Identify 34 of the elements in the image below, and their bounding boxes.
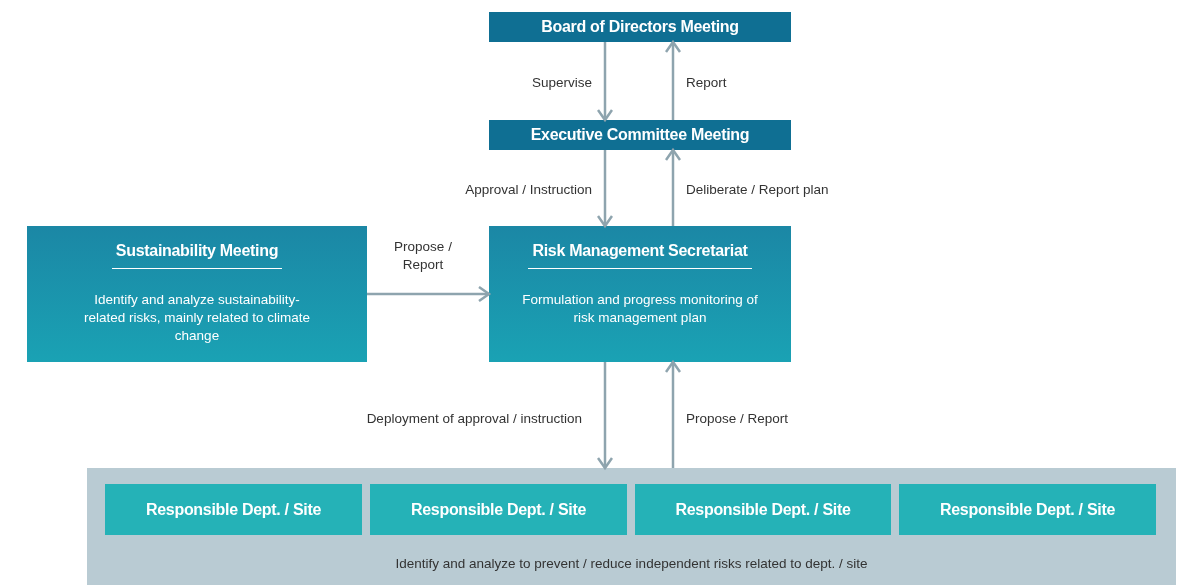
- department-band: [87, 468, 1176, 585]
- meeting-box: [489, 12, 791, 42]
- department-box: [635, 484, 891, 535]
- arrow: [367, 285, 491, 303]
- box-title: Risk Management Secretariat: [528, 242, 752, 269]
- arrow: [664, 360, 682, 468]
- box-title: Responsible Dept. / Site: [675, 500, 851, 519]
- edge-label: Approval / Instruction: [465, 181, 592, 199]
- arrow: [596, 362, 614, 470]
- process-box: [489, 226, 791, 362]
- band-caption: Identify and analyze to prevent / reduce independent risks related to dept. / site: [395, 556, 868, 571]
- edge-label: Report: [686, 74, 727, 92]
- arrow: [596, 42, 614, 122]
- edge-label: Deliberate / Report plan: [686, 181, 829, 199]
- box-description: Formulation and progress monitoring of risk management plan: [521, 291, 759, 327]
- process-box: [27, 226, 367, 362]
- box-title: Responsible Dept. / Site: [939, 500, 1116, 519]
- box-title: Responsible Dept. / Site: [145, 500, 322, 519]
- box-title: Sustainability Meeting: [111, 242, 283, 269]
- arrow: [664, 148, 682, 226]
- department-box: [899, 484, 1156, 535]
- edge-label: Propose / Report: [393, 238, 453, 274]
- department-box: [370, 484, 627, 535]
- edge-label: Supervise: [531, 74, 592, 92]
- edge-label: Propose / Report: [686, 410, 789, 428]
- arrow: [596, 150, 614, 228]
- meeting-box: [489, 120, 791, 150]
- arrow: [664, 40, 682, 120]
- box-title: Executive Committee Meeting: [530, 126, 750, 144]
- department-box: [105, 484, 362, 535]
- edge-label: Deployment of approval / instruction: [366, 410, 582, 428]
- box-title: Board of Directors Meeting: [541, 18, 739, 36]
- box-description: Identify and analyze sustainability-related risks, mainly related to climate change: [83, 291, 311, 345]
- box-title: Responsible Dept. / Site: [410, 500, 587, 519]
